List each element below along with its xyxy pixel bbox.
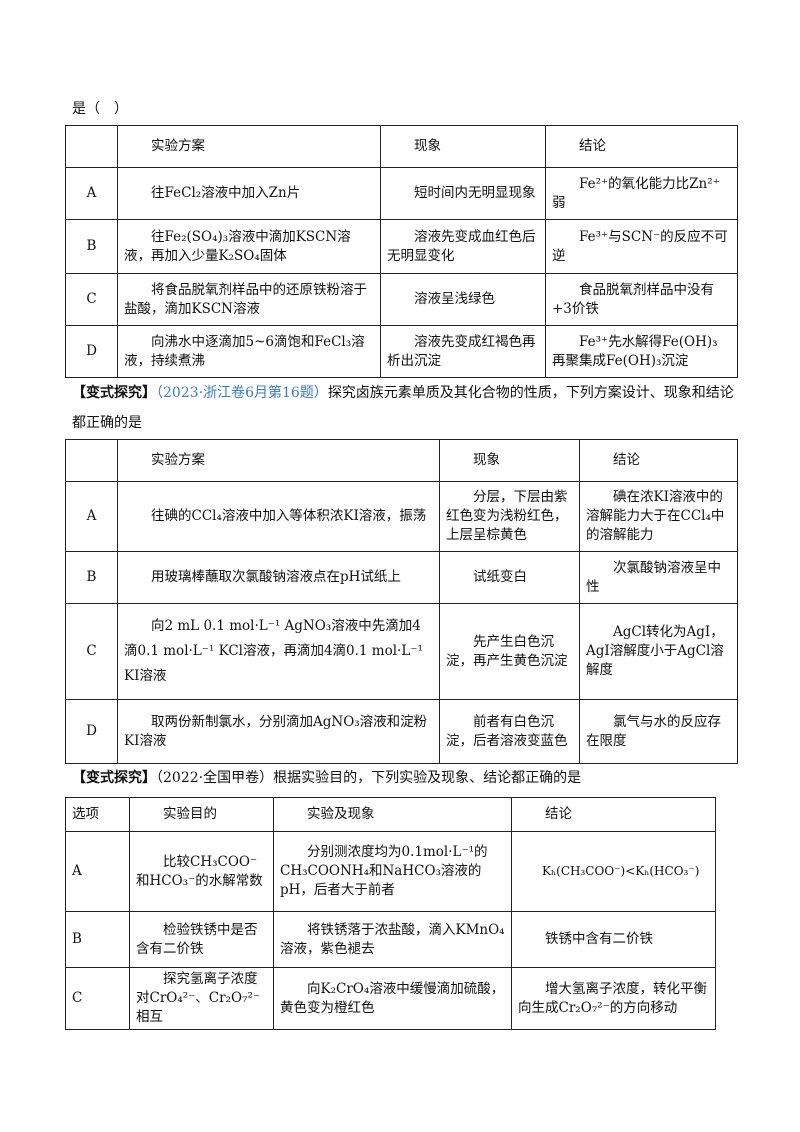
- table-header-row: 选项 实验目的 实验及现象 结论: [65, 797, 716, 832]
- purpose-cell: 检验铁锈中是否含有二价铁: [129, 911, 274, 968]
- section-2-heading: 【变式探究】（2023·浙江卷6月第16题）探究卤族元素单质及其化合物的性质，下…: [72, 378, 736, 438]
- plan-cell: 用玻璃棒蘸取次氯酸钠溶液点在pH试纸上: [117, 551, 440, 604]
- plan-cell: 取两份新制氯水，分别滴加AgNO₃溶液和淀粉KI溶液: [117, 699, 440, 764]
- table-row: C 向2 mL 0.1 mol·L⁻¹ AgNO₃溶液中先滴加4滴0.1 mol…: [65, 603, 738, 700]
- table-row: B 检验铁锈中是否含有二价铁 将铁锈落于浓盐酸，滴入KMnO₄溶液，紫色褪去 铁…: [65, 911, 716, 968]
- procedure-cell: 将铁锈落于浓盐酸，滴入KMnO₄溶液，紫色褪去: [273, 911, 512, 968]
- phenomenon-cell: 短时间内无明显现象: [380, 167, 546, 220]
- purpose-cell: 比较CH₃COO⁻和HCO₃⁻的水解常数: [129, 831, 274, 912]
- row-label: B: [65, 911, 130, 968]
- conclusion-cell: AgCl转化为AgI，AgI溶解度小于AgCl溶解度: [579, 603, 738, 700]
- header-cell: 现象: [380, 125, 546, 168]
- header-cell: [65, 439, 118, 482]
- intro-text: 是（ ）: [72, 101, 128, 117]
- header-cell: 现象: [439, 439, 580, 482]
- header-cell: 实验目的: [129, 797, 274, 832]
- header-cell: 实验方案: [117, 439, 440, 482]
- section-text: （2022·全国甲卷）根据实验目的，下列实验及现象、结论都正确的是: [156, 770, 582, 786]
- table-row: A 往FeCl₂溶液中加入Zn片 短时间内无明显现象 Fe²⁺的氧化能力比Zn²…: [65, 167, 738, 220]
- purpose-cell: 探究氢离子浓度对CrO₄²⁻、Cr₂O₇²⁻相互: [129, 967, 274, 1030]
- plan-cell: 往碘的CCl₄溶液中加入等体积浓KI溶液，振荡: [117, 481, 440, 552]
- phenomenon-cell: 溶液先变成血红色后无明显变化: [380, 219, 546, 274]
- table-row: B 往Fe₂(SO₄)₃溶液中滴加KSCN溶液，再加入少量K₂SO₄固体 溶液先…: [65, 219, 738, 274]
- conclusion-cell: 次氯酸钠溶液呈中性: [579, 551, 738, 604]
- row-label: A: [65, 481, 118, 552]
- conclusion-cell: 食品脱氧剂样品中没有+3价铁: [545, 273, 738, 326]
- conclusion-cell: 碘在浓KI溶液中的溶解能力大于在CCl₄中的溶解能力: [579, 481, 738, 552]
- phenomenon-cell: 试纸变白: [439, 551, 580, 604]
- row-label: C: [65, 603, 118, 700]
- section-bracket: 【变式探究】: [72, 385, 156, 401]
- conclusion-cell: 铁锈中含有二价铁: [511, 911, 716, 968]
- plan-cell: 往FeCl₂溶液中加入Zn片: [117, 167, 381, 220]
- conclusion-cell: 增大氢离子浓度，转化平衡向生成Cr₂O₇²⁻的方向移动: [511, 967, 716, 1030]
- row-label: B: [65, 551, 118, 604]
- table-1: 实验方案 现象 结论 A 往FeCl₂溶液中加入Zn片 短时间内无明显现象 Fe…: [65, 125, 738, 378]
- row-label: B: [65, 219, 118, 274]
- phenomenon-cell: 前者有白色沉淀，后者溶液变蓝色: [439, 699, 580, 764]
- table-row: B 用玻璃棒蘸取次氯酸钠溶液点在pH试纸上 试纸变白 次氯酸钠溶液呈中性: [65, 551, 738, 604]
- conclusion-cell: Fe³⁺先水解得Fe(OH)₃再聚集成Fe(OH)₃沉淀: [545, 325, 738, 378]
- plan-cell: 向沸水中逐滴加5~6滴饱和FeCl₃溶液，持续煮沸: [117, 325, 381, 378]
- header-cell: [65, 125, 118, 168]
- phenomenon-cell: 分层，下层由紫红色变为浅粉红色，上层呈棕黄色: [439, 481, 580, 552]
- table-row: D 向沸水中逐滴加5~6滴饱和FeCl₃溶液，持续煮沸 溶液先变成红褐色再析出沉…: [65, 325, 738, 378]
- section-text: 探究卤族元素单质及其化合物的性质，下列方案设计、现象和结论都正确的是: [72, 385, 734, 431]
- row-label: A: [65, 831, 130, 912]
- table-row: C 将食品脱氧剂样品中的还原铁粉溶于盐酸，滴加KSCN溶液 溶液呈浅绿色 食品脱…: [65, 273, 738, 326]
- table-row: A 比较CH₃COO⁻和HCO₃⁻的水解常数 分别测浓度均为0.1mol·L⁻¹…: [65, 831, 716, 912]
- conclusion-cell: Kₕ(CH₃COO⁻)<Kₕ(HCO₃⁻): [511, 831, 716, 912]
- plan-cell: 向2 mL 0.1 mol·L⁻¹ AgNO₃溶液中先滴加4滴0.1 mol·L…: [117, 603, 440, 700]
- header-cell: 实验及现象: [273, 797, 512, 832]
- procedure-cell: 分别测浓度均为0.1mol·L⁻¹的CH₃COONH₄和NaHCO₃溶液的pH，…: [273, 831, 512, 912]
- section-3-heading: 【变式探究】（2022·全国甲卷）根据实验目的，下列实验及现象、结论都正确的是: [72, 763, 736, 793]
- row-label: D: [65, 325, 118, 378]
- row-label: C: [65, 273, 118, 326]
- header-cell: 结论: [545, 125, 738, 168]
- table-header-row: 实验方案 现象 结论: [65, 439, 738, 482]
- phenomenon-cell: 溶液呈浅绿色: [380, 273, 546, 326]
- phenomenon-cell: 先产生白色沉淀，再产生黄色沉淀: [439, 603, 580, 700]
- plan-cell: 将食品脱氧剂样品中的还原铁粉溶于盐酸，滴加KSCN溶液: [117, 273, 381, 326]
- table-row: C 探究氢离子浓度对CrO₄²⁻、Cr₂O₇²⁻相互 向K₂CrO₄溶液中缓慢滴…: [65, 967, 716, 1030]
- header-cell: 结论: [511, 797, 716, 832]
- procedure-cell: 向K₂CrO₄溶液中缓慢滴加硫酸，黄色变为橙红色: [273, 967, 512, 1030]
- row-label: A: [65, 167, 118, 220]
- phenomenon-cell: 溶液先变成红褐色再析出沉淀: [380, 325, 546, 378]
- conclusion-cell: 氯气与水的反应存在限度: [579, 699, 738, 764]
- header-cell: 实验方案: [117, 125, 381, 168]
- section-citation: （2023·浙江卷6月第16题）: [156, 385, 328, 401]
- row-label: C: [65, 967, 130, 1030]
- header-cell: 结论: [579, 439, 738, 482]
- table-2: 实验方案 现象 结论 A 往碘的CCl₄溶液中加入等体积浓KI溶液，振荡 分层，…: [65, 439, 738, 764]
- conclusion-cell: Fe²⁺的氧化能力比Zn²⁺弱: [545, 167, 738, 220]
- row-label: D: [65, 699, 118, 764]
- table-3: 选项 实验目的 实验及现象 结论 A 比较CH₃COO⁻和HCO₃⁻的水解常数 …: [65, 797, 716, 1030]
- header-cell: 选项: [65, 797, 130, 832]
- table-row: A 往碘的CCl₄溶液中加入等体积浓KI溶液，振荡 分层，下层由紫红色变为浅粉红…: [65, 481, 738, 552]
- conclusion-cell: Fe³⁺与SCN⁻的反应不可逆: [545, 219, 738, 274]
- plan-cell: 往Fe₂(SO₄)₃溶液中滴加KSCN溶液，再加入少量K₂SO₄固体: [117, 219, 381, 274]
- table-header-row: 实验方案 现象 结论: [65, 125, 738, 168]
- table-row: D 取两份新制氯水，分别滴加AgNO₃溶液和淀粉KI溶液 前者有白色沉淀，后者溶…: [65, 699, 738, 764]
- section-bracket: 【变式探究】: [72, 770, 156, 786]
